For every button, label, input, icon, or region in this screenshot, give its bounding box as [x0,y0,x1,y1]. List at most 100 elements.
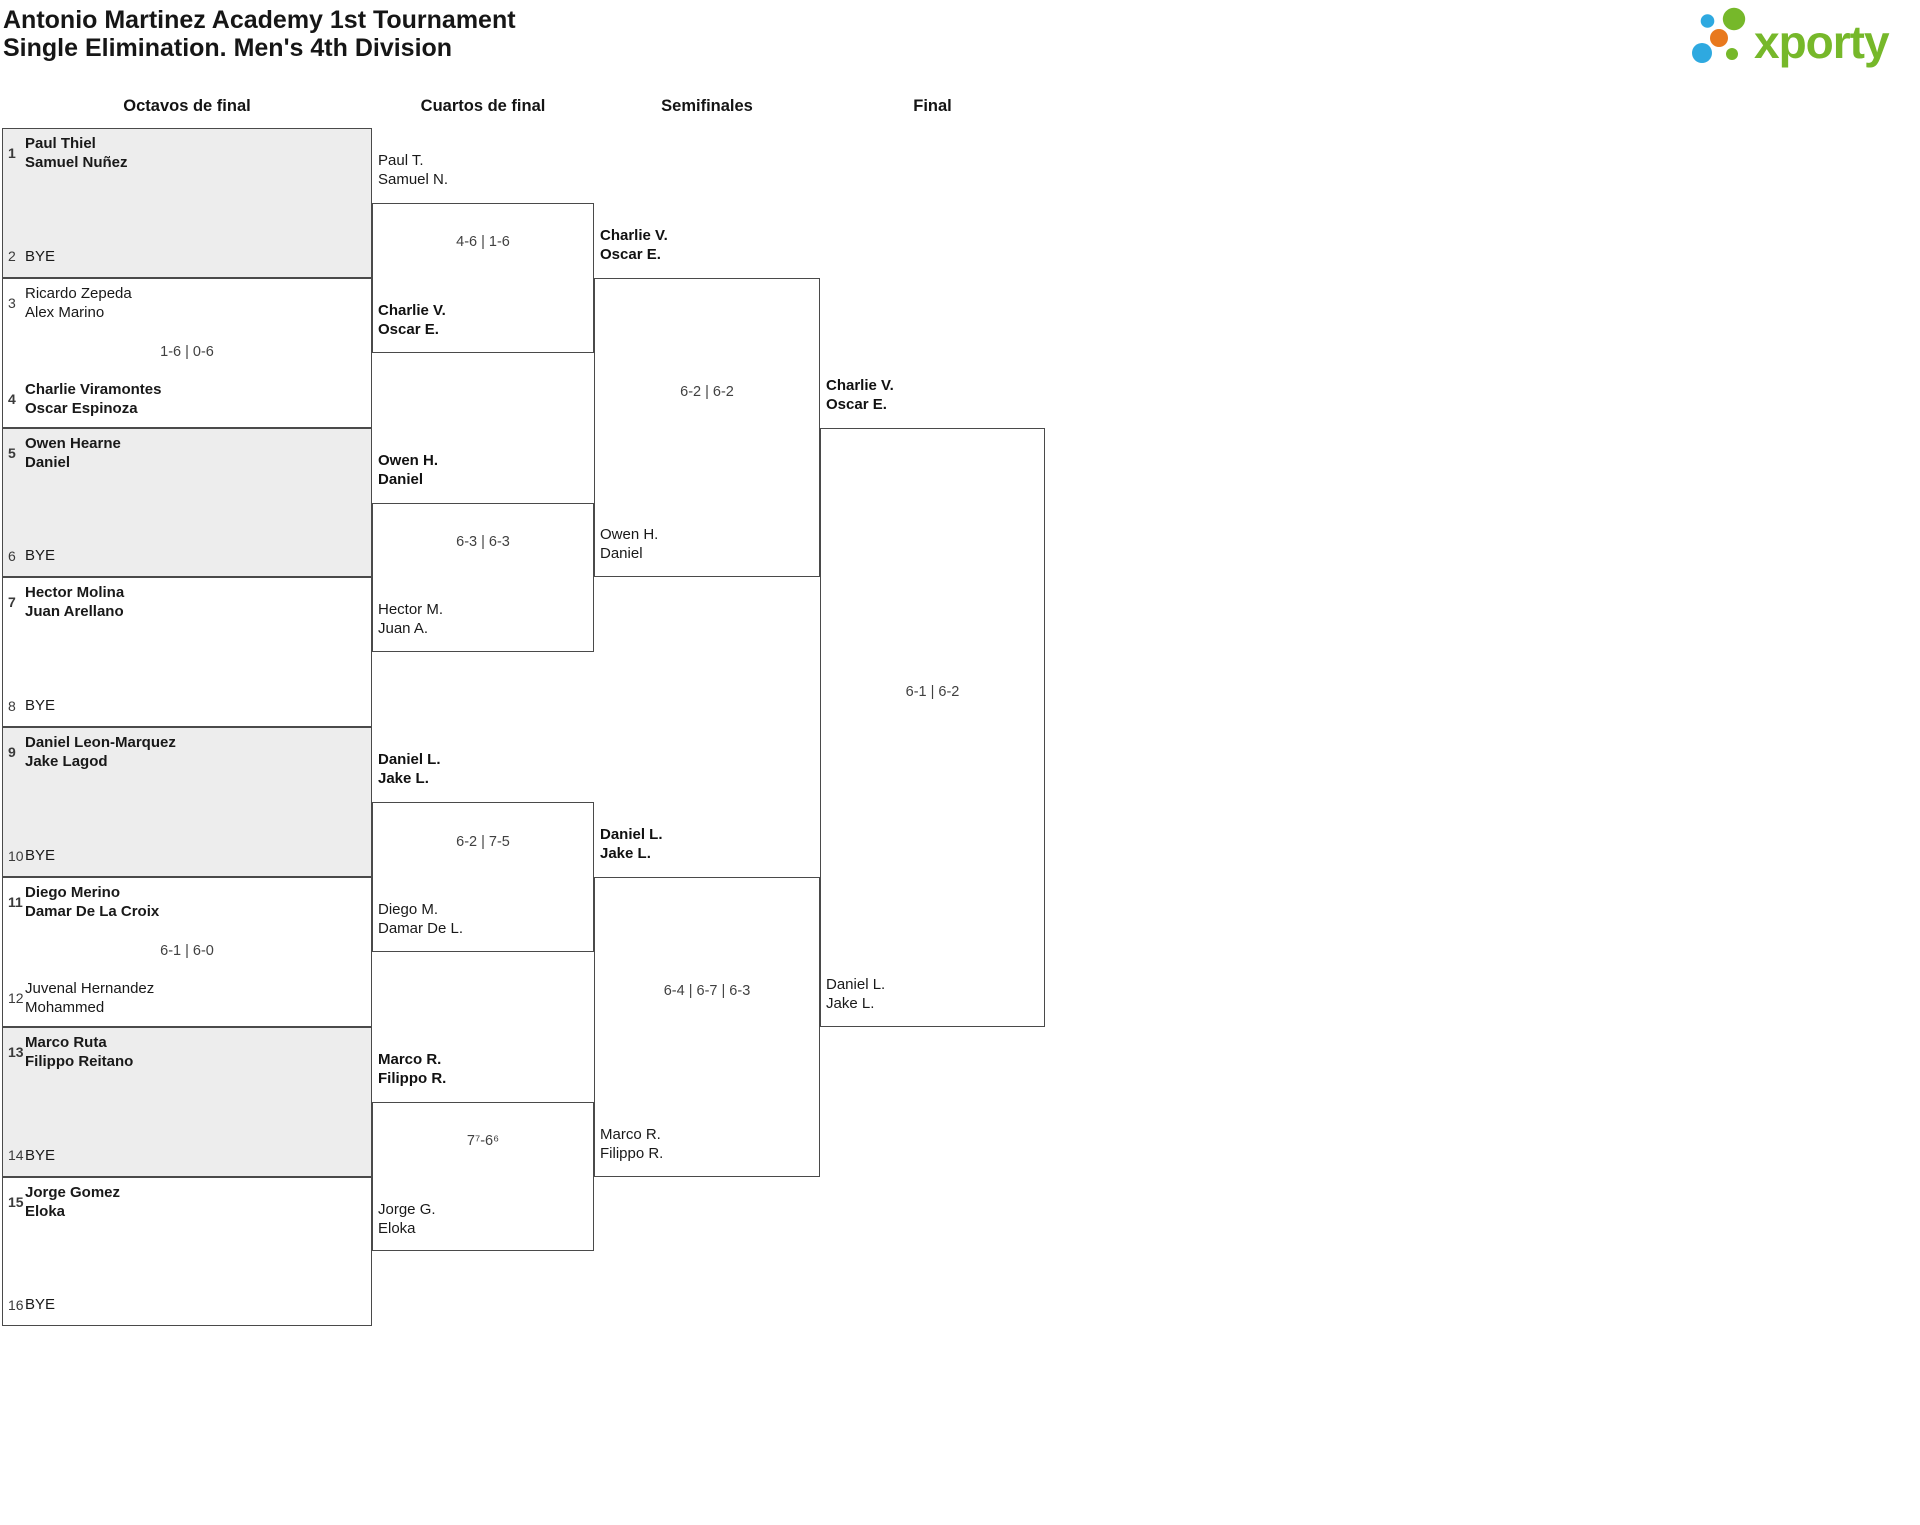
player-name: Charlie V. [378,301,446,319]
player-name: Samuel N. [378,170,449,188]
player-name: Ricardo Zepeda [25,284,132,302]
team-slot: Jorge G.Eloka [378,1200,436,1238]
player-name: Charlie V. [600,226,668,244]
match-score: 6-3 | 6-3 [456,533,510,550]
page-title: Antonio Martinez Academy 1st Tournament … [3,6,516,62]
player-name: Mohammed [25,998,105,1016]
team-slot: Daniel L.Jake L. [378,750,441,788]
player-name: Hector Molina [25,584,125,602]
player-name: Hector M. [378,601,444,619]
cuartos-match-3-box [372,802,594,952]
team-slot: Charlie V.Oscar E. [600,226,668,264]
final-box [820,427,1045,1027]
team-slot: Marco R.Filippo R. [378,1050,446,1088]
team-slot: 14 BYE [2,1146,55,1165]
player-name: Daniel [25,453,71,471]
player-name: Juan A. [378,620,429,638]
player-name: Juvenal Hernandez [25,979,155,997]
semifinal-1-box [594,277,820,578]
round-header-octavos: Octavos de final [123,97,251,115]
team-slot: Diego M.Damar De L. [378,900,463,938]
bye-label: BYE [25,847,56,864]
team-slot: Marco R.Filippo R. [600,1125,663,1163]
player-name: Charlie V. [826,376,894,394]
round-header-final: Final [913,97,952,115]
seed-number: 3 [8,294,16,311]
player-name: Marco R. [600,1125,661,1143]
match-score: 4-6 | 1-6 [456,234,510,251]
team-slot: 16 BYE [2,1295,55,1314]
player-name: Alex Marino [25,303,105,321]
seed-number: 10 [8,847,24,864]
match-score: 6-4 | 6-7 | 6-3 [663,983,751,1000]
cuartos-match-2-box [372,502,594,653]
tournament-name: Antonio Martinez Academy 1st Tournament [3,6,516,34]
octavos-match-3-box [2,427,372,578]
player-name: Daniel [600,545,643,563]
team-slot: 2 BYE [2,247,55,266]
seed-number: 5 [8,444,16,461]
bye-label: BYE [25,547,56,565]
player-name: Paul T. [378,151,424,169]
match-score: 6-1 | 6-2 [905,683,960,700]
team-slot: Daniel L.Jake L. [826,975,885,1013]
player-name: Owen Hearne [25,434,121,452]
player-name: Eloka [25,1202,66,1220]
player-name: Owen H. [600,526,659,544]
bye-label: BYE [25,1296,56,1314]
player-name: Jake L. [826,994,875,1012]
player-name: Marco Ruta [25,1033,107,1051]
team-slot: Owen H.Daniel [600,525,658,563]
match-score: 7⁷-6⁶ [466,1133,500,1150]
team-slot: Charlie V.Oscar E. [378,301,446,339]
octavos-match-7-box [2,1026,372,1177]
seed-number: 12 [8,989,24,1006]
cuartos-match-1-box [372,202,594,353]
player-name: Jorge Gomez [25,1183,121,1201]
bye-label: BYE [25,247,56,265]
player-name: Jake L. [378,770,429,788]
bye-label: BYE [25,697,56,715]
xporty-logo[interactable]: xporty [1680,0,1920,80]
seed-number: 1 [8,145,16,161]
player-name: Damar De L. [378,919,464,937]
team-slot: Daniel L.Jake L. [600,825,663,863]
match-score: 1-6 | 0-6 [160,344,214,361]
player-name: Charlie Viramontes [25,380,162,398]
semifinal-2-box [594,877,820,1177]
player-name: Oscar E. [378,320,439,338]
player-name: Damar De La Croix [25,903,160,920]
octavos-match-5-box [2,727,372,877]
logo-dots-icon [1692,7,1746,63]
round-header-semifinales: Semifinales [661,97,753,115]
player-name: Daniel [378,470,424,488]
player-name: Jorge G. [378,1200,436,1218]
octavos-match-2-box [2,277,372,428]
player-name: Oscar E. [826,395,887,413]
player-name: Samuel Nuñez [25,154,128,171]
octavos-match-6-box [2,877,372,1027]
team-slot: Paul T.Samuel N. [378,151,448,189]
team-slot: Owen H.Daniel [378,451,438,489]
player-name: Daniel L. [378,751,441,769]
seed-number: 16 [8,1296,24,1313]
player-name: Diego Merino [25,884,121,901]
cuartos-match-4-box [372,1101,594,1252]
player-name: Juan Arellano [25,603,124,621]
seed-number: 11 [8,894,23,910]
player-name: Daniel L. [600,826,663,843]
match-score: 6-2 | 6-2 [680,384,734,401]
player-name: Marco R. [378,1050,442,1068]
match-score: 6-2 | 7-5 [456,833,510,850]
player-name: Eloka [378,1219,416,1237]
bye-label: BYE [25,1146,56,1164]
player-name: Daniel L. [826,975,886,993]
octavos-match-8-box [2,1176,372,1327]
